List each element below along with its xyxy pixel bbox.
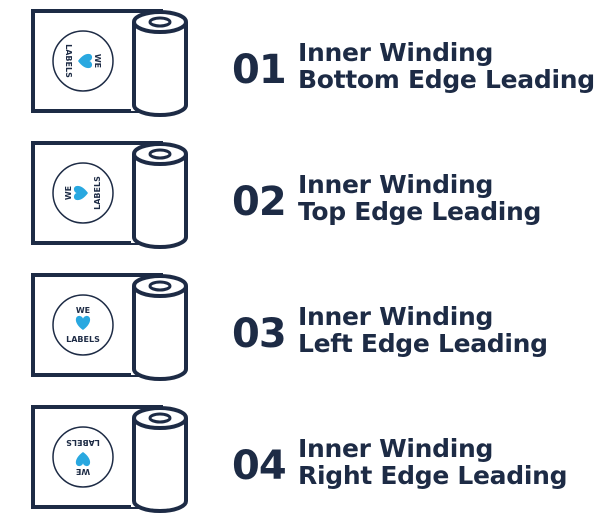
option-number: 03 [232,311,287,357]
option-title-line2: Right Edge Leading [298,461,568,490]
svg-text:LABELS: LABELS [66,438,100,447]
winding-option-03: WE LABELS 03 Inner Winding Left Edge Lea… [0,270,609,388]
svg-text:LABELS: LABELS [66,335,100,344]
option-title-line2: Bottom Edge Leading [298,65,595,94]
option-title-line2: Left Edge Leading [298,329,548,358]
label-roll-icon: WE LABELS [31,405,188,513]
label-artwork: WE LABELS [64,44,102,78]
option-title-line1: Inner Winding [298,38,494,67]
option-title-line2: Top Edge Leading [298,197,542,226]
option-number: 01 [232,47,287,93]
svg-text:WE: WE [76,306,90,315]
heart-icon [73,185,88,201]
winding-option-01: WE LABELS 01 Inner Winding Bottom Edge L… [0,6,609,124]
option-title: Inner Winding Bottom Edge Leading [298,39,595,93]
option-title-line1: Inner Winding [298,434,494,463]
label-artwork: WE LABELS [64,176,102,210]
heart-icon [75,452,91,467]
svg-text:WE: WE [64,186,73,200]
option-title-line1: Inner Winding [298,302,494,331]
heart-icon [78,53,93,69]
option-title-line1: Inner Winding [298,170,494,199]
svg-text:LABELS: LABELS [64,44,73,78]
svg-text:WE: WE [76,467,90,476]
option-title: Inner Winding Left Edge Leading [298,303,548,357]
svg-text:WE: WE [93,54,102,68]
option-number: 04 [232,443,287,489]
label-roll-icon: WE LABELS [31,273,188,381]
label-artwork: WE LABELS [66,306,100,344]
label-roll-icon: WE LABELS [31,9,188,117]
option-number: 02 [232,179,287,225]
label-roll-icon: WE LABELS [31,141,188,249]
winding-option-04: WE LABELS 04 Inner Winding Right Edge Le… [0,402,609,520]
winding-option-02: WE LABELS 02 Inner Winding Top Edge Lead… [0,138,609,256]
svg-text:LABELS: LABELS [93,176,102,210]
label-artwork: WE LABELS [66,438,100,476]
heart-icon [75,315,91,330]
option-title: Inner Winding Right Edge Leading [298,434,568,490]
option-title: Inner Winding Top Edge Leading [298,171,541,225]
